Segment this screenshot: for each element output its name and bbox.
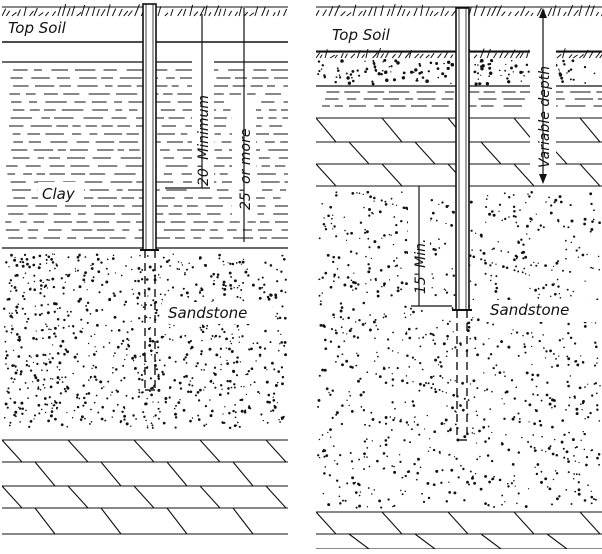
right-well-casing bbox=[452, 8, 472, 310]
right-bottom-limestone-layer bbox=[316, 512, 602, 549]
left-well-casing bbox=[140, 4, 159, 250]
left-dim-20-label: 20' Minimum bbox=[196, 95, 212, 186]
right-dim-15-min-label: 15' Min. bbox=[413, 239, 429, 294]
left-dim-25-label: 25' or more bbox=[238, 129, 254, 210]
right-dim-variable-depth-label: Variable depth bbox=[537, 66, 553, 168]
left-clay-label: Clay bbox=[42, 185, 76, 203]
right-topsoil-label: Top Soil bbox=[332, 26, 391, 44]
left-topsoil-label: Top Soil bbox=[8, 19, 67, 37]
right-sandstone-label: Sandstone bbox=[490, 301, 569, 319]
right-diagram: Top Soil Sandstone Variable depth 15' Mi… bbox=[316, 4, 602, 549]
left-sandstone-label: Sandstone bbox=[168, 304, 247, 322]
right-well-bore bbox=[457, 310, 467, 440]
left-limestone-layer bbox=[2, 440, 352, 534]
left-diagram: Top Soil Clay Sandstone 20' Minimum 25' … bbox=[2, 4, 352, 534]
